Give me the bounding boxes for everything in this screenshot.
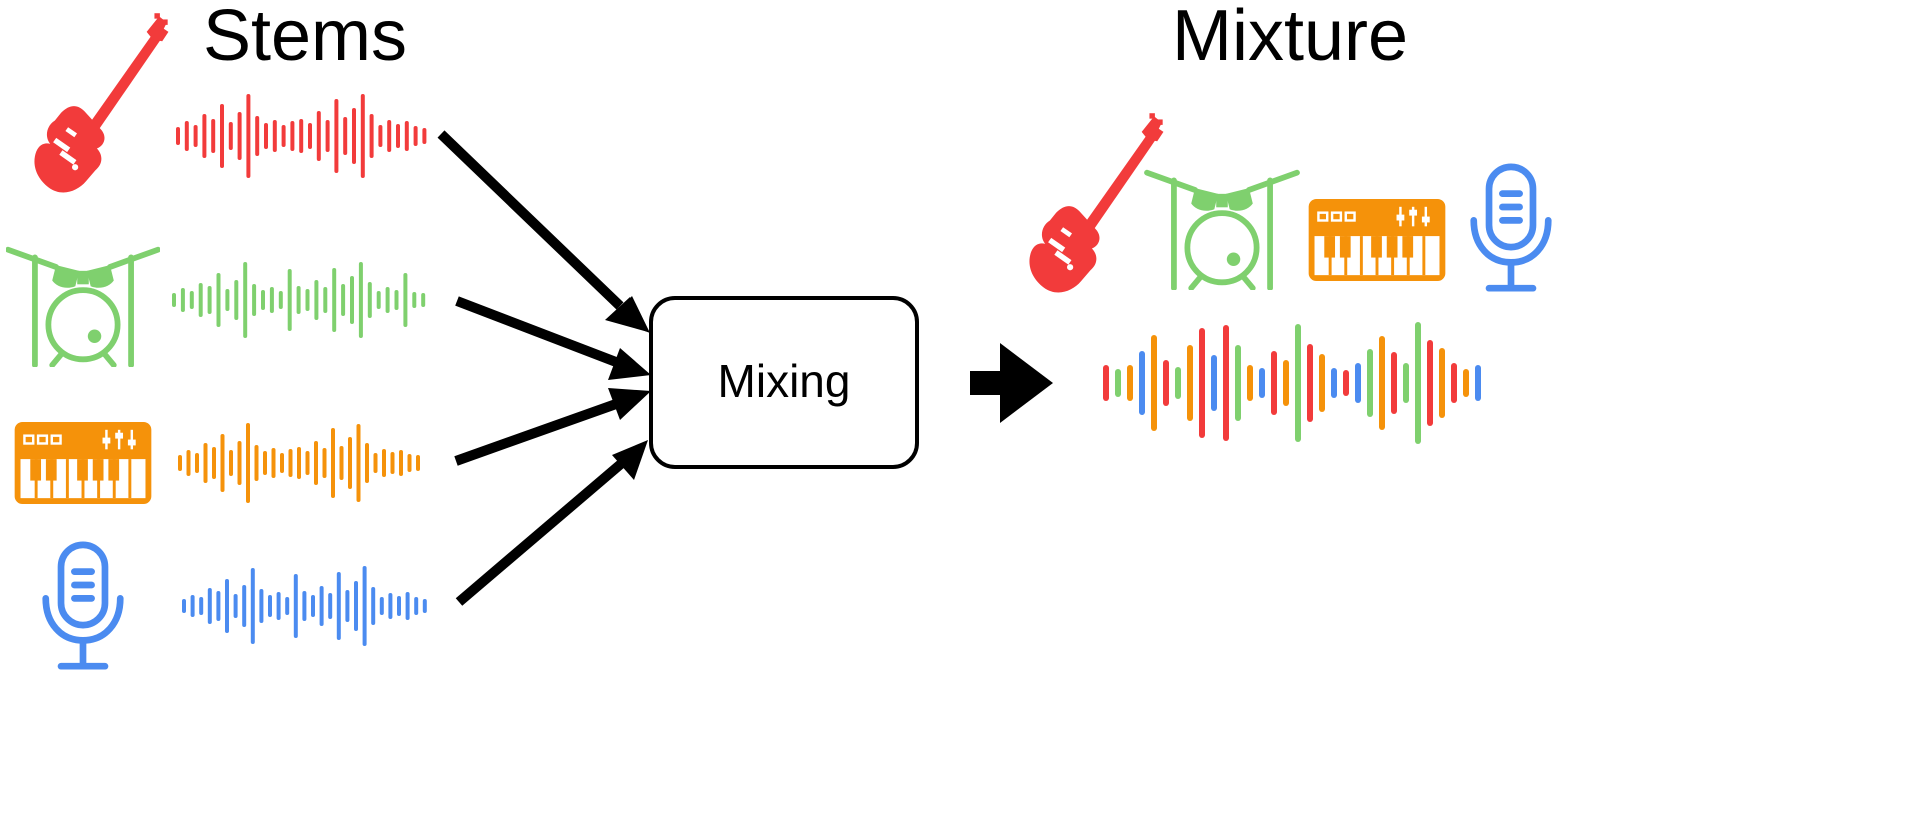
- vocals-waveform: [182, 566, 427, 646]
- guitar-waveform: [176, 94, 427, 178]
- mixture-electric-guitar-icon: [1025, 110, 1164, 293]
- drums-waveform: [172, 262, 426, 338]
- mixing-box: [649, 296, 919, 469]
- output-arrow: [970, 343, 1053, 423]
- microphone-icon: [46, 545, 121, 666]
- mixture-heading: Mixture: [1172, 0, 1408, 76]
- keyboard-waveform: [178, 423, 420, 503]
- mixture-drum-kit-icon: [1147, 173, 1297, 288]
- synthesizer-keyboard-icon: [14, 422, 152, 504]
- drum-kit-icon: [8, 250, 158, 365]
- mixture-microphone-icon: [1474, 167, 1549, 288]
- stems-heading: Stems: [203, 0, 407, 76]
- electric-guitar-icon: [30, 10, 169, 193]
- input-arrows: [437, 130, 651, 606]
- mixture-waveform: [1103, 322, 1481, 444]
- mixture-synthesizer-keyboard-icon: [1308, 199, 1446, 281]
- mixing-label: Mixing: [718, 355, 851, 407]
